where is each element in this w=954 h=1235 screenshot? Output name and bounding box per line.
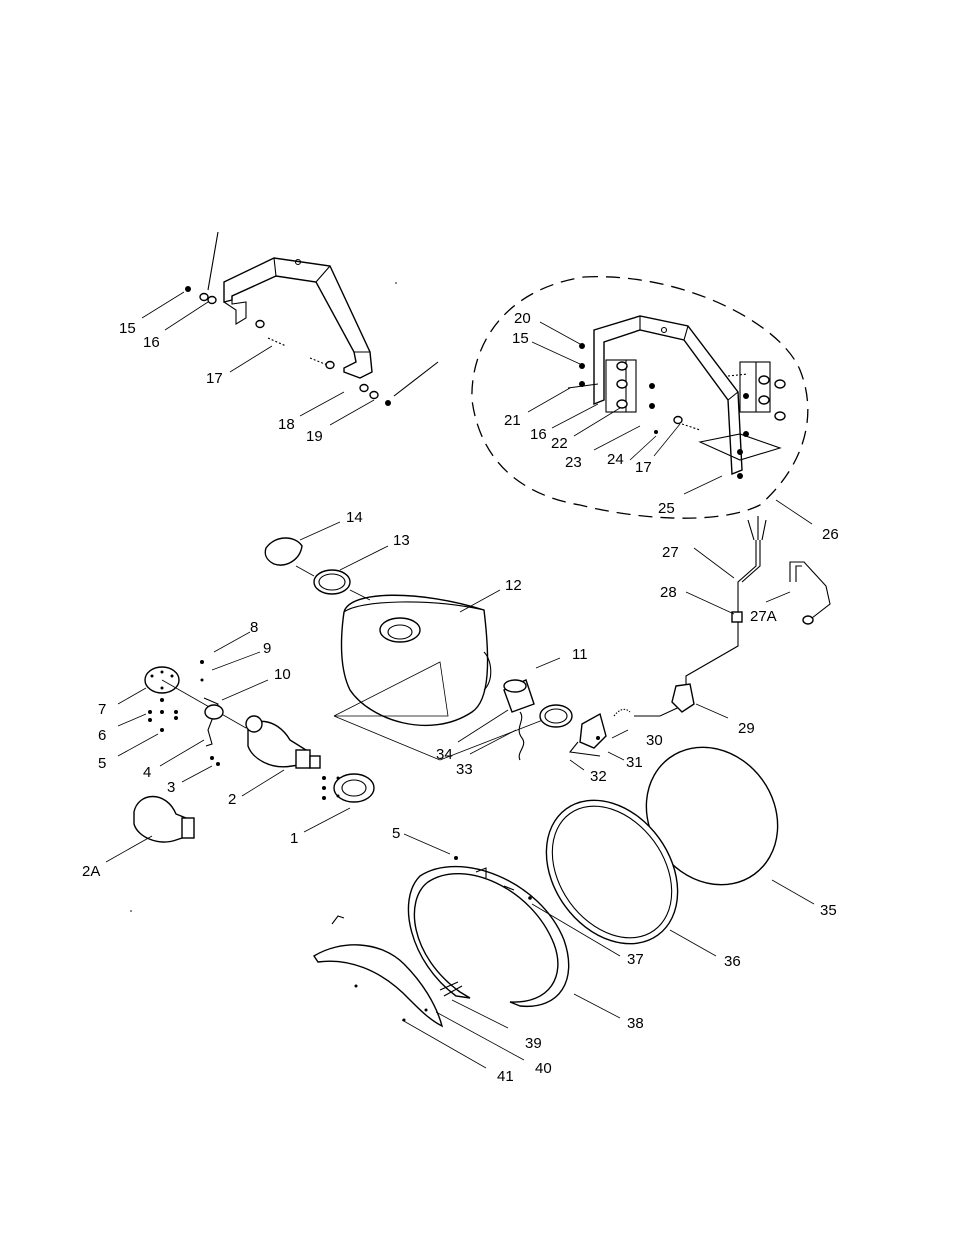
- bracket-hardware-kit: [567, 343, 786, 479]
- label-20: 20: [514, 310, 531, 327]
- label-27A: 27A: [750, 608, 777, 625]
- label-17-kit: 17: [635, 459, 652, 476]
- leader-lines-left-bracket: [141, 291, 375, 426]
- lamp-part-2: [245, 715, 321, 769]
- label-30: 30: [646, 732, 663, 749]
- label-38: 38: [627, 1015, 644, 1032]
- clip-part-9: [200, 660, 220, 766]
- label-36: 36: [724, 953, 741, 970]
- socket-ring-part-1: [322, 773, 375, 803]
- label-29: 29: [738, 720, 755, 737]
- cord-and-fittings: [634, 516, 831, 719]
- visor-part-40: [313, 915, 444, 1028]
- lamp-part-2A: [133, 796, 195, 843]
- gasket-part-10: [204, 704, 224, 720]
- socket-part-11: [503, 657, 561, 761]
- label-13: 13: [393, 532, 410, 549]
- leader-lines-lamp: [105, 631, 351, 863]
- leader-lines-housing: [299, 521, 501, 613]
- part-labels: 15 16 17 18 19 20 15 21 16 22 23 24 17 2…: [82, 310, 839, 1085]
- reflector-housing: [333, 594, 549, 761]
- label-28: 28: [660, 584, 677, 601]
- label-31: 31: [626, 754, 643, 771]
- label-2: 2: [228, 791, 236, 808]
- leader-lines-rings: [401, 833, 815, 1069]
- label-11: 11: [572, 646, 588, 663]
- label-33: 33: [456, 761, 473, 778]
- label-4: 4: [143, 764, 151, 781]
- label-41: 41: [497, 1068, 514, 1085]
- label-26: 26: [822, 526, 839, 543]
- label-23: 23: [565, 454, 582, 471]
- label-6: 6: [98, 727, 106, 744]
- label-40: 40: [535, 1060, 552, 1077]
- label-2A: 2A: [82, 863, 100, 880]
- adapter-part-31: [568, 708, 631, 757]
- label-7: 7: [98, 701, 106, 718]
- scan-speck: [395, 282, 397, 284]
- gasket-part-13: [295, 565, 371, 601]
- label-3: 3: [167, 779, 175, 796]
- label-32: 32: [590, 768, 607, 785]
- label-10: 10: [274, 666, 291, 683]
- label-9: 9: [263, 640, 271, 657]
- label-19: 19: [306, 428, 323, 445]
- label-16-left: 16: [143, 334, 160, 351]
- label-17-left: 17: [206, 370, 223, 387]
- label-25: 25: [658, 500, 675, 517]
- label-35: 35: [820, 902, 837, 919]
- label-12: 12: [505, 577, 522, 594]
- label-16-kit: 16: [530, 426, 547, 443]
- bracket-hardware-left: [185, 286, 391, 406]
- door-ring-part-38: [407, 865, 570, 1007]
- label-39: 39: [525, 1035, 542, 1052]
- lamp-cap-part-14: [264, 537, 303, 566]
- label-1: 1: [290, 830, 298, 847]
- kit-boundary: [471, 276, 809, 519]
- gasket-part-31-ring: [539, 704, 573, 728]
- label-14: 14: [346, 509, 363, 526]
- mounting-bracket-left: [207, 231, 439, 397]
- label-27: 27: [662, 544, 679, 561]
- label-5-left: 5: [98, 755, 106, 772]
- label-5-ring: 5: [392, 825, 400, 842]
- scan-speck: [130, 910, 132, 912]
- latch-hardware: [439, 856, 532, 997]
- label-24: 24: [607, 451, 624, 468]
- label-8: 8: [250, 619, 258, 636]
- cover-plate-part-7: [144, 666, 247, 729]
- label-22: 22: [551, 435, 568, 452]
- label-34: 34: [436, 746, 453, 763]
- label-15-kit: 15: [512, 330, 529, 347]
- screws-part-6: [148, 698, 178, 732]
- label-18: 18: [278, 416, 295, 433]
- label-15-left: 15: [119, 320, 136, 337]
- gasket-part-36: [545, 799, 679, 945]
- leader-lines-socket: [457, 709, 629, 771]
- label-21: 21: [504, 412, 521, 429]
- leader-lines-kit: [527, 321, 813, 525]
- label-37: 37: [627, 951, 644, 968]
